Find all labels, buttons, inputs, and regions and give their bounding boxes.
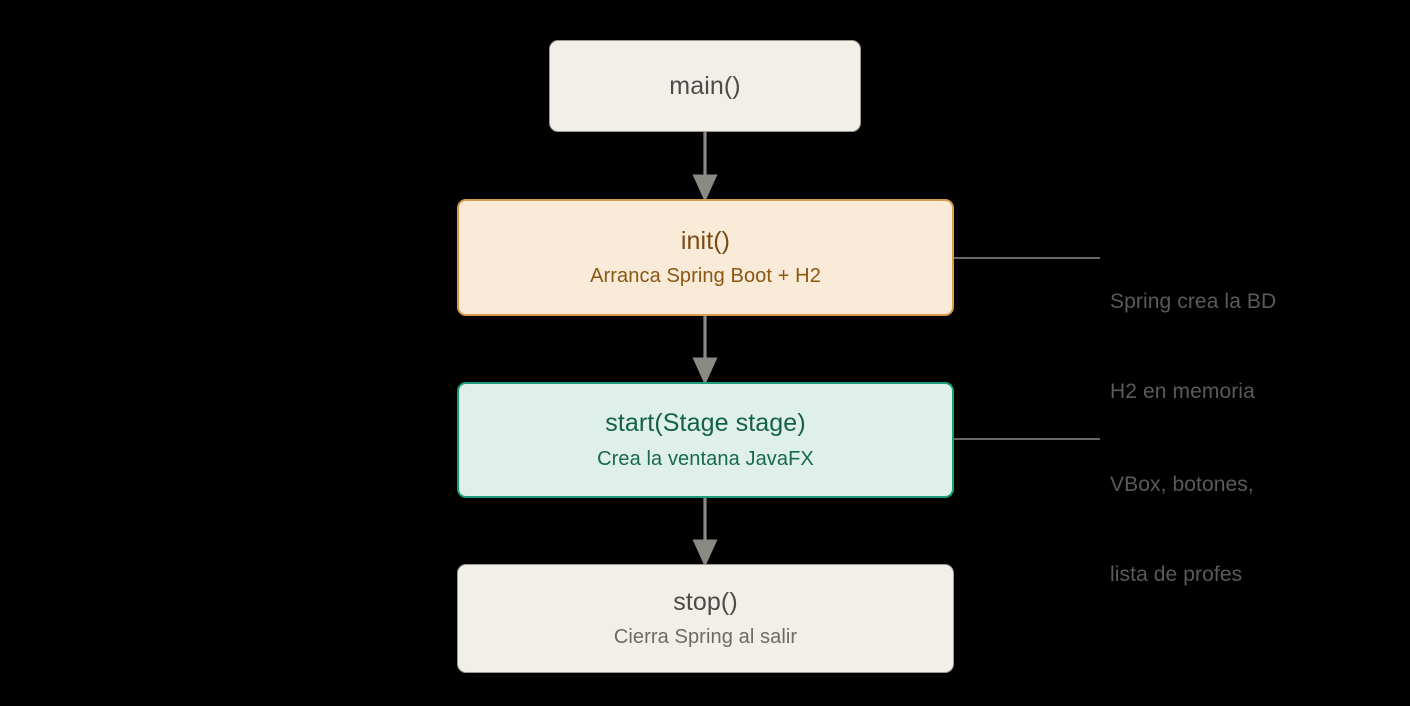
node-start-subtitle: Crea la ventana JavaFX bbox=[597, 447, 814, 470]
annotation-start: VBox, botones, lista de profes bbox=[1110, 410, 1254, 650]
node-main-title: main() bbox=[669, 71, 741, 100]
node-start-title: start(Stage stage) bbox=[605, 409, 806, 438]
annotation-init-line2: H2 en memoria bbox=[1110, 380, 1255, 403]
node-stop[interactable]: stop() Cierra Spring al salir bbox=[457, 564, 954, 673]
node-stop-subtitle: Cierra Spring al salir bbox=[613, 626, 798, 649]
node-stop-title: stop() bbox=[673, 587, 738, 616]
annotation-init-line1: Spring crea la BD bbox=[1110, 290, 1277, 313]
node-init-subtitle: Arranca Spring Boot + H2 bbox=[590, 265, 821, 288]
annotation-start-line1: VBox, botones, bbox=[1110, 473, 1254, 496]
annotation-init: Spring crea la BD H2 en memoria bbox=[1110, 227, 1276, 467]
node-start[interactable]: start(Stage stage) Crea la ventana JavaF… bbox=[457, 382, 954, 498]
node-init-title: init() bbox=[680, 226, 731, 255]
node-init[interactable]: init() Arranca Spring Boot + H2 bbox=[457, 199, 954, 316]
node-main[interactable]: main() bbox=[549, 40, 861, 132]
annotation-start-line2: lista de profes bbox=[1110, 563, 1243, 586]
